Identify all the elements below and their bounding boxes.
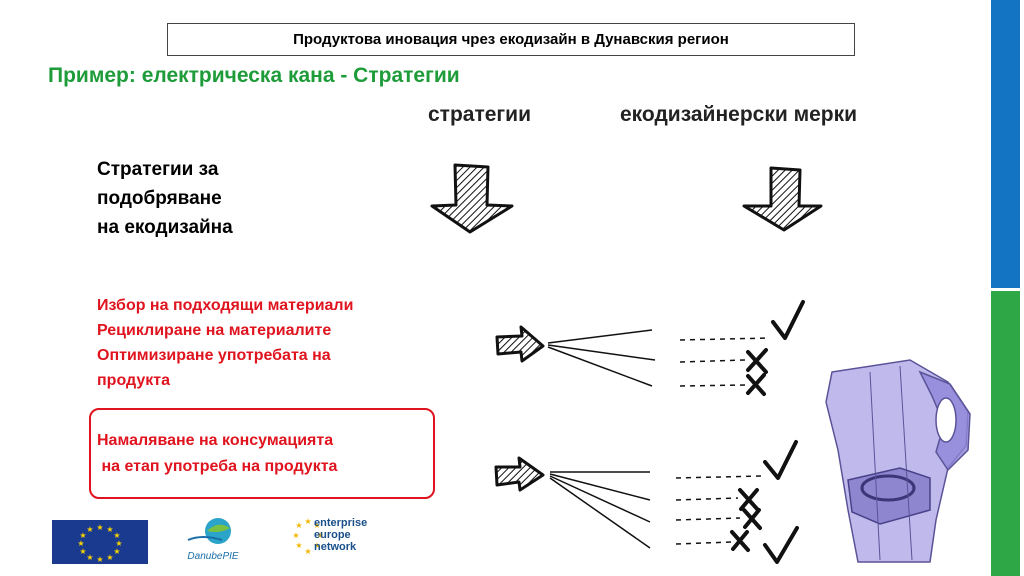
svg-text:★: ★ [316, 531, 323, 540]
intro-line: на екодизайна [97, 217, 233, 238]
eu-flag-logo: ★ ★ ★ ★ ★ ★ ★ ★ ★ ★ ★ ★ [52, 520, 148, 564]
strategies-intro: Стратегии за подобряване на екодизайна [97, 155, 233, 242]
svg-text:★: ★ [313, 521, 320, 530]
svg-text:★: ★ [96, 523, 103, 532]
svg-text:★: ★ [79, 531, 86, 540]
svg-text:★: ★ [113, 531, 120, 540]
svg-text:★: ★ [79, 547, 86, 556]
right-arrow-icon [494, 456, 545, 492]
een-stars-icon: ★ ★ ★ ★ ★ ★ ★ ★ [292, 517, 323, 556]
strategy-list: Избор на подходящи материали Рециклиране… [97, 293, 353, 393]
slide-title: Продуктова иновация чрез екодизайн в Дун… [293, 31, 729, 48]
check-mark-icon [763, 526, 799, 564]
slide-subtitle: Пример: електрическа кана - Стратегии [48, 64, 460, 87]
highlight-line: на етап употреба на продукта [97, 458, 338, 475]
svg-text:★: ★ [115, 539, 122, 548]
dotted-lines [675, 475, 763, 545]
cross-mark-icon [738, 488, 760, 512]
danubepie-text: DanubePIE [187, 551, 239, 562]
check-mark-icon [763, 440, 798, 480]
intro-line: подобряване [97, 188, 222, 209]
svg-text:★: ★ [304, 517, 311, 526]
cross-mark-icon [730, 530, 750, 552]
een-logo: ★ ★ ★ ★ ★ ★ ★ ★ enterprise europe networ… [290, 514, 380, 566]
fan-lines [549, 471, 651, 549]
highlight-box [89, 408, 435, 499]
svg-text:★: ★ [292, 531, 299, 540]
side-bar-green [991, 291, 1020, 576]
dotted-lines [679, 337, 771, 387]
highlight-strategy: Намаляване на консумацията на етап употр… [97, 428, 337, 480]
strategy-item: Оптимизиране употребата на [97, 347, 331, 364]
side-bar-blue [991, 0, 1020, 288]
highlight-line: Намаляване на консумацията [97, 432, 334, 449]
fan-lines [547, 329, 656, 387]
svg-text:★: ★ [304, 547, 311, 556]
cross-mark-icon [746, 348, 768, 374]
strategy-item: продукта [97, 372, 170, 389]
cross-mark-icon [742, 508, 762, 530]
intro-line: Стратегии за [97, 159, 219, 180]
een-line: network [314, 541, 357, 553]
een-line: europe [314, 529, 351, 541]
een-line: enterprise [314, 517, 368, 529]
column-label-measures: екодизайнерски мерки [620, 103, 858, 126]
svg-text:★: ★ [113, 547, 120, 556]
slide-title-box: Продуктова иновация чрез екодизайн в Дун… [167, 23, 855, 56]
right-arrow-icon [495, 325, 545, 363]
svg-text:★: ★ [96, 555, 103, 564]
svg-text:★: ★ [313, 541, 320, 550]
check-mark-icon [771, 300, 805, 340]
svg-text:★: ★ [295, 541, 302, 550]
strategy-item: Избор на подходящи материали [97, 297, 354, 314]
een-text: enterprise europe network [314, 517, 367, 553]
danubepie-globe-icon [187, 518, 231, 544]
column-label-strategies: стратегии [428, 103, 532, 126]
svg-text:★: ★ [77, 539, 84, 548]
danubepie-logo: DanubePIE [182, 516, 244, 568]
svg-text:★: ★ [86, 553, 93, 562]
electric-kettle-image [825, 359, 971, 563]
eu-stars-icon: ★ ★ ★ ★ ★ ★ ★ ★ ★ ★ ★ ★ [77, 523, 122, 564]
svg-text:★: ★ [106, 553, 113, 562]
svg-text:★: ★ [86, 525, 93, 534]
svg-text:★: ★ [106, 525, 113, 534]
strategy-item: Рециклиране на материалите [97, 322, 332, 339]
down-arrow-icon [742, 166, 823, 232]
cross-mark-icon [746, 373, 766, 396]
down-arrow-icon [430, 163, 514, 234]
svg-text:★: ★ [295, 521, 302, 530]
